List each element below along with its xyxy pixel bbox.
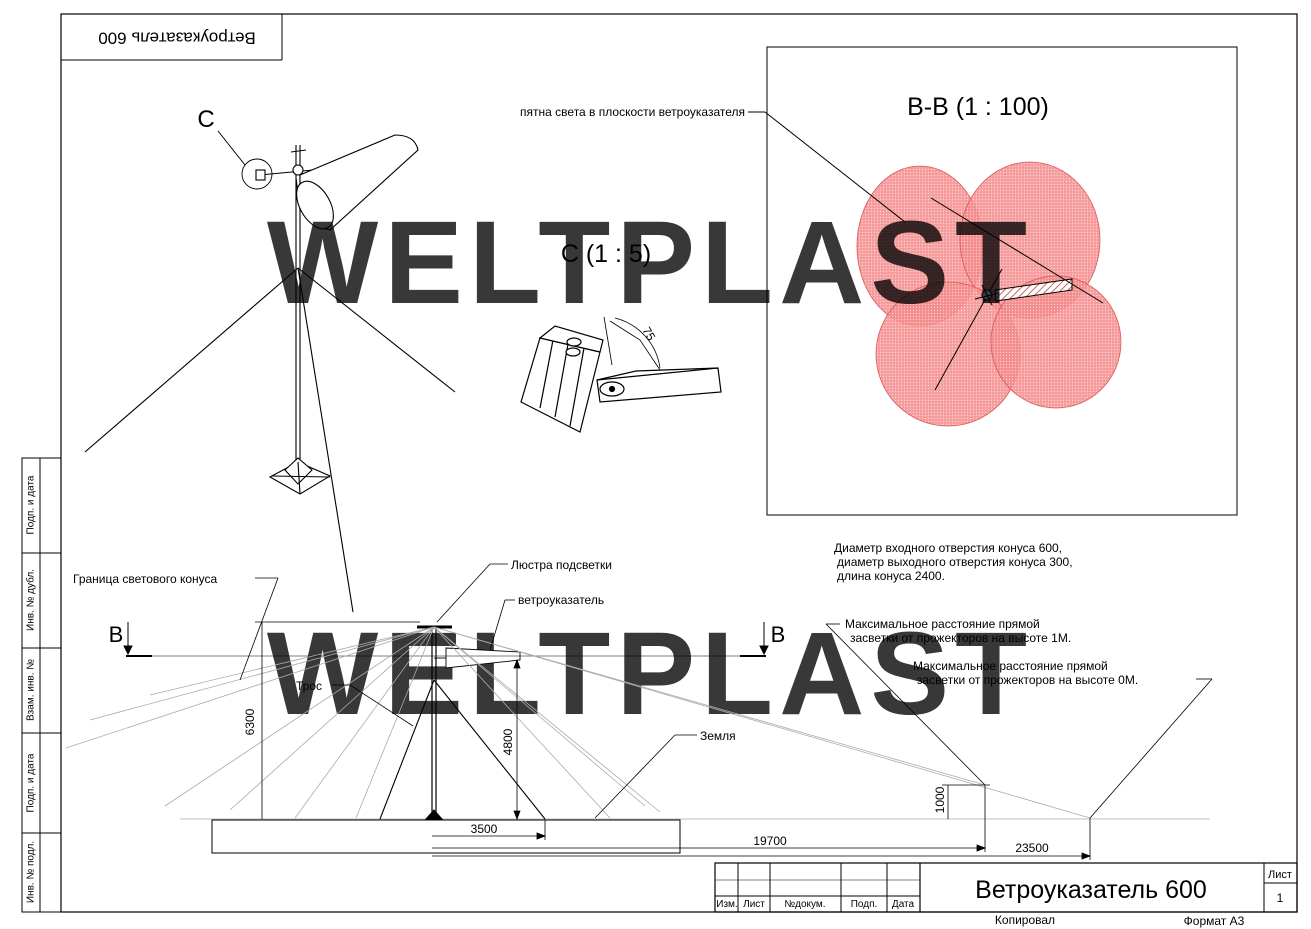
stamp-dup-number: Инв. № дубл.: [25, 569, 37, 631]
col-doc-number: №докум.: [784, 899, 825, 910]
detail-angle: 75: [639, 325, 658, 344]
title-block: [714, 862, 1298, 913]
windsock-label: ветроуказатель: [518, 593, 604, 607]
side-stamp: [21, 457, 62, 913]
sheet-number: 1: [1277, 891, 1284, 905]
chandelier-label: Люстра подсветки: [511, 558, 612, 572]
isometric-mast: [84, 134, 456, 613]
max-distance-1m-line1: Максимальное расстояние прямой: [845, 617, 1040, 631]
watermark-top: WELTPLAST: [267, 197, 1033, 329]
callout-leaders: [239, 563, 1213, 819]
stamp-sign-date-2: Подп. и дата: [26, 753, 37, 812]
light-spots: [856, 161, 1122, 427]
section-marker-right: B: [771, 622, 786, 647]
light-spots-label: пятна света в плоскости ветроуказателя: [520, 105, 745, 119]
section-title: B-B (1 : 100): [907, 93, 1049, 121]
detail-title: C (1 : 5): [561, 240, 651, 268]
section-view-frame: [766, 46, 1238, 516]
detail-c-drawing: [520, 316, 722, 433]
ground-label: Земля: [700, 729, 736, 743]
copied-label: Копировал: [995, 913, 1055, 927]
corner-title: Ветроуказатель 600: [98, 29, 256, 48]
note-line1: Диаметр входного отверстия конуса 600,: [834, 541, 1062, 555]
sheet-frame: [60, 13, 1298, 913]
stamp-sign-date-1: Подп. и дата: [26, 475, 37, 534]
watermark-bottom: WELTPLAST: [267, 608, 1033, 740]
dim-height-1m: 1000: [933, 786, 947, 813]
max-distance-0m-line2: засветки от прожекторов на высоте 0М.: [917, 673, 1138, 687]
detail-marker: C: [197, 106, 214, 133]
dim-3500: 3500: [471, 822, 498, 836]
sheet-label: Лист: [1268, 869, 1292, 881]
cone-boundary-label: Граница светового конуса: [73, 572, 218, 586]
dimension-lines: [255, 621, 1092, 860]
light-cone-lines: [65, 626, 1091, 819]
col-sheet: Лист: [743, 899, 765, 910]
detail-c-leader: [217, 130, 246, 166]
section-windsock: [930, 197, 1104, 391]
dim-height-total: 6300: [243, 708, 257, 735]
title-block-title: Ветроуказатель 600: [975, 876, 1207, 904]
dim-23500: 23500: [1015, 841, 1049, 855]
cable-label: Трос: [296, 679, 322, 693]
dim-height-cable: 4800: [501, 728, 515, 755]
note-line2: диаметр выходного отверстия конуса 300,: [837, 555, 1073, 569]
dim-19700: 19700: [753, 834, 787, 848]
max-distance-1m-line2: засветки от прожекторов на высоте 1М.: [850, 631, 1071, 645]
stamp-replace-number: Взам. инв. №: [26, 659, 37, 721]
format-label: Формат А3: [1184, 914, 1245, 928]
stamp-original-number: Инв. № подл.: [26, 841, 37, 903]
note-line3: длина конуса 2400.: [837, 569, 945, 583]
col-change: Изм.: [716, 899, 737, 910]
col-date: Дата: [892, 899, 915, 910]
max-distance-0m-line1: Максимальное расстояние прямой: [913, 659, 1108, 673]
section-marker-left: B: [109, 622, 124, 647]
col-signature: Подп.: [851, 899, 878, 910]
